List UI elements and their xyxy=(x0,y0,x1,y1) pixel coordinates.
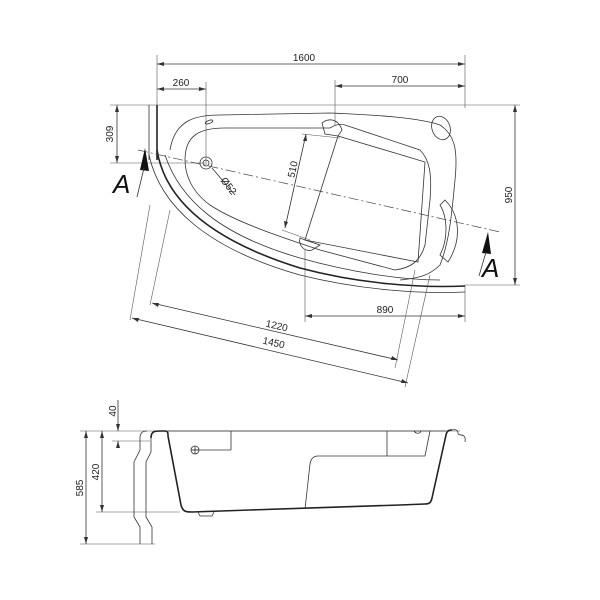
dim-1600: 1600 xyxy=(293,53,316,64)
dim-260: 260 xyxy=(173,78,190,89)
dimension-overall-width: 950 xyxy=(504,105,517,285)
section-arrow-left: A xyxy=(111,148,149,199)
dim-drain-diameter: Ø52 xyxy=(218,176,239,198)
dim-700: 700 xyxy=(392,75,409,86)
dimension-overall-length: 1600 xyxy=(157,53,465,66)
dimension-rim-height: 40 xyxy=(108,400,150,448)
dimension-diagonal-length: 1450 xyxy=(131,317,409,384)
section-label-left: A xyxy=(111,169,130,199)
plan-view: 1600 260 700 309 950 xyxy=(105,53,520,388)
dimension-seat-width: 510 xyxy=(281,133,341,241)
dim-309: 309 xyxy=(105,125,116,142)
dim-420: 420 xyxy=(91,463,102,480)
dim-890: 890 xyxy=(377,305,394,316)
section-label-right: A xyxy=(480,253,499,283)
dimension-inner-depth: 420 xyxy=(91,431,180,513)
dim-510: 510 xyxy=(286,160,300,179)
section-view: 40 420 585 xyxy=(75,400,466,545)
dimension-drain-offset: 260 xyxy=(157,78,206,91)
dimension-backrest: 700 xyxy=(335,75,465,88)
dim-1450: 1450 xyxy=(261,336,286,352)
dim-585: 585 xyxy=(75,479,86,496)
dim-40: 40 xyxy=(108,405,119,417)
dimension-total-height: 585 xyxy=(75,431,155,545)
section-arrow-right: A xyxy=(478,232,499,283)
dim-950: 950 xyxy=(504,186,515,203)
dimension-drain-depth: 309 xyxy=(105,105,119,163)
dimension-inner-length: 1220 xyxy=(151,302,399,361)
dimension-front-straight: 890 xyxy=(305,305,465,318)
dim-1220: 1220 xyxy=(264,319,289,335)
section-line-a xyxy=(137,149,501,233)
